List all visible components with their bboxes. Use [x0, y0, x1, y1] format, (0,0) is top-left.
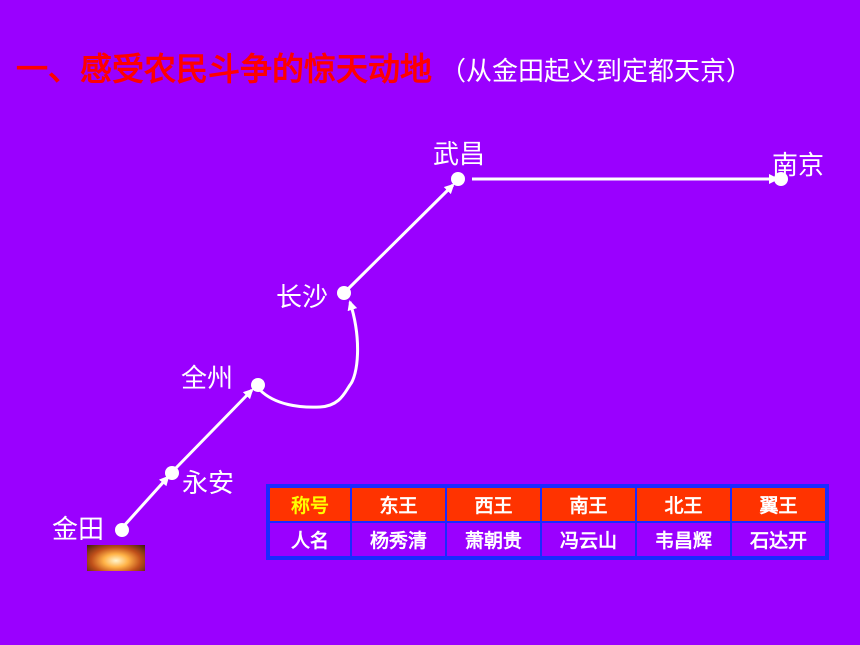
city-label-changsha: 长沙: [276, 283, 329, 313]
title-sub: （从金田起义到定都天京）: [440, 57, 753, 87]
kings-table: 称号 东王 西王 南王 北王 翼王 人名 杨秀清 萧朝贵 冯云山 韦昌辉 石达开: [266, 484, 829, 560]
city-dot-jintian: [115, 523, 129, 537]
table-cell: 石达开: [732, 523, 825, 556]
city-label-jintian: 金田: [52, 515, 105, 545]
table-cell: 称号: [270, 488, 350, 521]
table-cell: 杨秀清: [352, 523, 445, 556]
title-main: 一、感受农民斗争的惊天动地: [16, 50, 433, 88]
city-label-nanjing: 南京: [772, 151, 825, 181]
city-dot-wuchang: [451, 172, 465, 186]
route-quanzhou-changsha: [258, 300, 359, 409]
city-label-quanzhou: 全州: [181, 364, 234, 394]
table-cell: 东王: [352, 488, 445, 521]
slide-title: 一、感受农民斗争的惊天动地（从金田起义到定都天京）: [16, 44, 752, 90]
route-jintian-yongan: [120, 475, 170, 530]
table-cell: 翼王: [732, 488, 825, 521]
table-cell: 南王: [542, 488, 635, 521]
table-cell: 西王: [447, 488, 540, 521]
city-label-yongan: 永安: [182, 469, 235, 499]
uprising-fire-image: [87, 545, 145, 571]
table-cell: 北王: [637, 488, 730, 521]
table-cell: 萧朝贵: [447, 523, 540, 556]
route-changsha-wuchang: [346, 183, 455, 291]
city-dot-quanzhou: [251, 378, 265, 392]
city-dot-yongan: [165, 466, 179, 480]
table-row-names: 人名 杨秀清 萧朝贵 冯云山 韦昌辉 石达开: [270, 523, 825, 556]
city-dot-nanjing: [774, 172, 788, 186]
table-cell: 韦昌辉: [637, 523, 730, 556]
city-dot-changsha: [337, 286, 351, 300]
city-label-wuchang: 武昌: [433, 140, 486, 170]
table-row-titles: 称号 东王 西王 南王 北王 翼王: [270, 488, 825, 521]
route-yongan-quanzhou: [172, 388, 254, 472]
table-cell: 人名: [270, 523, 350, 556]
table-cell: 冯云山: [542, 523, 635, 556]
